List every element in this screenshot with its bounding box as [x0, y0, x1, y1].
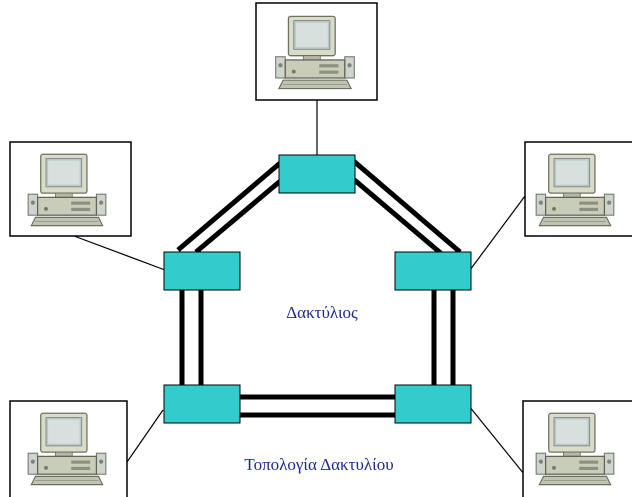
ring-link-top-right-a	[348, 156, 462, 254]
ring-link-top-left-a	[176, 156, 288, 252]
ring-links	[176, 156, 462, 418]
computers	[9, 2, 632, 497]
computer-bottom-left	[9, 400, 128, 497]
ring-node-icon	[278, 154, 356, 194]
ring-link-top-right-b	[343, 170, 445, 257]
connector-right	[469, 195, 526, 271]
connector-bottom-right	[468, 405, 525, 475]
diagram-caption: Τοπολογία Δακτυλίου	[244, 455, 393, 474]
connector-left	[73, 235, 166, 271]
connector-bottom-left	[124, 409, 164, 466]
ring-node-icon	[163, 384, 241, 424]
ring-nodes	[163, 154, 472, 424]
ring-link-top-left-b	[194, 170, 293, 254]
computer-connectors	[73, 100, 526, 475]
ring-label: Δακτύλιος	[286, 303, 358, 322]
computer-left	[9, 141, 132, 237]
computer-top	[255, 2, 378, 101]
computer-right	[524, 141, 632, 237]
ring-node-icon	[163, 251, 241, 291]
ring-node-icon	[394, 384, 472, 424]
computer-bottom-right	[522, 400, 632, 497]
ring-node-icon	[394, 251, 472, 291]
